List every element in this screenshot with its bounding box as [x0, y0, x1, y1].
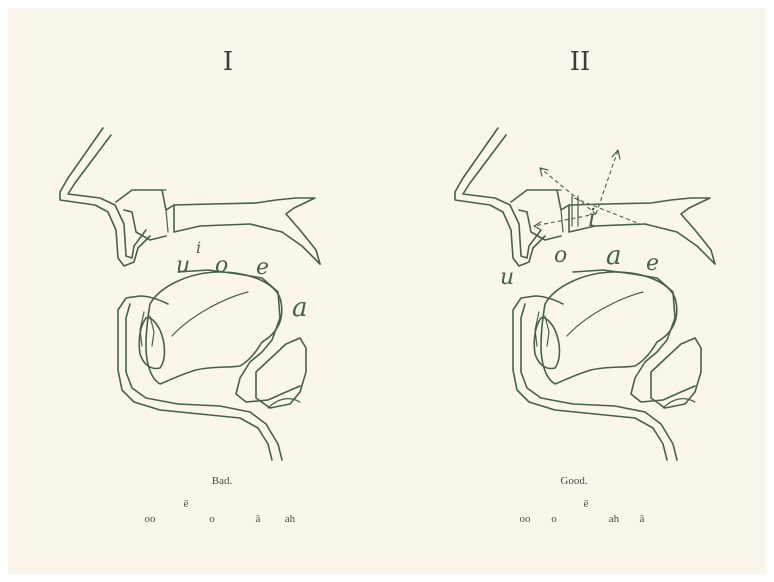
figure-1: I u i o e a Bad. oo ē o ā ah	[60, 47, 320, 525]
figure-1-sound-oo: oo	[145, 513, 157, 525]
figure-2-vowel-o: o	[554, 243, 567, 268]
figure-2-vowel-u: u	[500, 265, 514, 290]
figure-1-vowel-a: a	[292, 293, 308, 323]
figure-1-sound-o: o	[209, 513, 215, 525]
figure-1-numeral: I	[223, 47, 233, 77]
figure-1-caption: Bad.	[212, 475, 233, 487]
figure-2: II o a e i u	[455, 47, 715, 525]
figure-1-sound-ah: ah	[285, 513, 296, 525]
figure-2-caption: Good.	[560, 475, 587, 487]
figure-1-vowel-u: u	[176, 253, 190, 278]
figure-2-sound-e-long: ē	[584, 498, 589, 510]
figure-1-vowel-e: e	[256, 255, 269, 280]
figure-2-vowel-a: a	[606, 241, 622, 271]
figure-1-vowel-i: i	[196, 238, 201, 257]
figure-2-vowel-e: e	[646, 251, 659, 276]
figure-2-vowel-i: i	[588, 204, 596, 232]
figure-1-sound-a-long: ā	[256, 513, 261, 525]
figure-2-sound-ah: ah	[609, 513, 620, 525]
figure-2-numeral: II	[570, 47, 591, 77]
figure-2-sound-a-long: ā	[640, 513, 645, 525]
figure-1-vowel-o: o	[215, 253, 228, 278]
figure-2-sound-oo: oo	[520, 513, 532, 525]
figure-2-sound-o: o	[551, 513, 557, 525]
figure-1-sound-e-long: ē	[184, 498, 189, 510]
